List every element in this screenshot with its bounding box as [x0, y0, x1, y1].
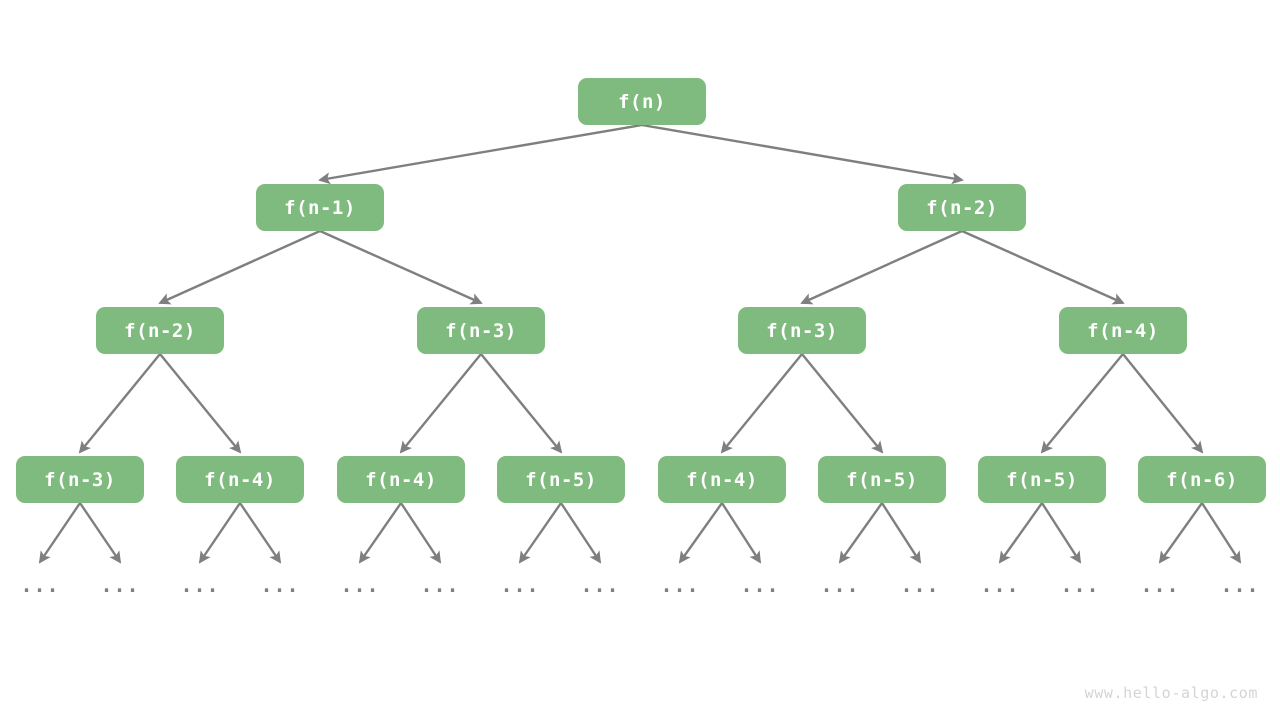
tree-node[interactable]: f(n-4)	[658, 456, 786, 503]
ellipsis-label: ...	[1220, 573, 1260, 597]
ellipsis-label: ...	[420, 573, 460, 597]
leaf-stub-edge	[880, 502, 922, 564]
ellipsis-label: ...	[820, 573, 860, 597]
tree-node[interactable]: f(n-5)	[497, 456, 625, 503]
tree-node[interactable]: f(n-4)	[176, 456, 304, 503]
ellipsis-label: ...	[500, 573, 540, 597]
ellipsis-label: ...	[100, 573, 140, 597]
ellipsis-label: ...	[340, 573, 380, 597]
leaf-stub-edge	[399, 502, 442, 564]
tree-node[interactable]: f(n-5)	[818, 456, 946, 503]
tree-node[interactable]: f(n-2)	[96, 307, 224, 354]
ellipsis-label: ...	[660, 573, 700, 597]
ellipsis-label: ...	[1060, 573, 1100, 597]
watermark: www.hello-algo.com	[1084, 684, 1258, 702]
leaf-stub-edge	[358, 502, 402, 564]
leaf-stub-edge	[239, 502, 282, 564]
tree-node[interactable]: f(n-2)	[898, 184, 1026, 231]
leaf-stub-edge	[518, 502, 562, 564]
tree-edge	[318, 123, 643, 185]
ellipsis-label: ...	[980, 573, 1020, 597]
leaf-stub-edge	[1040, 502, 1082, 564]
tree-edge	[159, 353, 242, 454]
tree-edge	[641, 123, 964, 185]
leaf-stub-edge	[559, 502, 602, 564]
tree-node[interactable]: f(n-1)	[256, 184, 384, 231]
tree-node[interactable]: f(n-3)	[16, 456, 144, 503]
leaf-stub-edge	[720, 502, 762, 564]
tree-edge	[800, 229, 963, 305]
ellipsis-label: ...	[1140, 573, 1180, 597]
leaf-stub-edge	[998, 502, 1043, 564]
leaf-stub-edges	[38, 502, 1242, 564]
tree-node[interactable]: f(n)	[578, 78, 706, 125]
tree-edge	[399, 353, 482, 454]
ellipsis-label: ...	[740, 573, 780, 597]
tree-node[interactable]: f(n-6)	[1138, 456, 1266, 503]
tree-edge	[1122, 353, 1204, 454]
tree-node[interactable]: f(n-5)	[978, 456, 1106, 503]
ellipsis-label: ...	[260, 573, 300, 597]
ellipsis-label: ...	[900, 573, 940, 597]
tree-edge	[158, 229, 321, 305]
tree-edge	[319, 229, 483, 305]
tree-edge	[720, 353, 803, 454]
leaf-stub-edge	[1158, 502, 1203, 564]
tree-edges	[78, 123, 1204, 454]
leaf-stub-edge	[1200, 502, 1242, 564]
tree-edge	[801, 353, 884, 454]
tree-node[interactable]: f(n-4)	[337, 456, 465, 503]
ellipsis-label: ...	[580, 573, 620, 597]
tree-edge	[961, 229, 1125, 305]
tree-edge	[78, 353, 161, 454]
tree-node[interactable]: f(n-3)	[738, 307, 866, 354]
leaf-stub-edge	[38, 502, 81, 564]
leaf-stub-edge	[79, 502, 122, 564]
tree-edge	[480, 353, 563, 454]
tree-edge	[1040, 353, 1124, 454]
leaf-stub-edge	[198, 502, 241, 564]
tree-node[interactable]: f(n-3)	[417, 307, 545, 354]
ellipsis-label: ...	[20, 573, 60, 597]
tree-node[interactable]: f(n-4)	[1059, 307, 1187, 354]
leaf-stub-edge	[678, 502, 723, 564]
ellipsis-label: ...	[180, 573, 220, 597]
leaf-stub-edge	[838, 502, 883, 564]
